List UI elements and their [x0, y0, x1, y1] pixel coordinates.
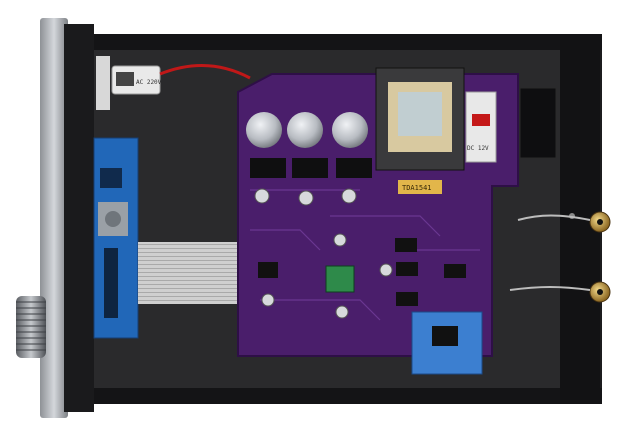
transformer [375, 67, 465, 171]
capacitor [287, 112, 323, 148]
power-switch-block: AC 220V [96, 56, 162, 110]
capacitor [246, 112, 282, 148]
blue-dac-board [411, 311, 483, 375]
volume-knob [16, 296, 46, 358]
blue-control-board [93, 137, 139, 339]
board-tag-label: TDA1541 [402, 184, 432, 192]
small-component-label: AC 220V [136, 79, 162, 86]
green-module [325, 265, 355, 293]
relay-label: DC 12V [467, 145, 489, 152]
power-socket [519, 87, 557, 159]
red-wire [159, 64, 251, 80]
ribbon-cable [138, 242, 242, 304]
front-panel [40, 18, 94, 418]
board-tag [398, 180, 442, 194]
relay: DC 12V [465, 91, 497, 163]
rca-jacks [589, 211, 611, 303]
capacitor [332, 112, 368, 148]
